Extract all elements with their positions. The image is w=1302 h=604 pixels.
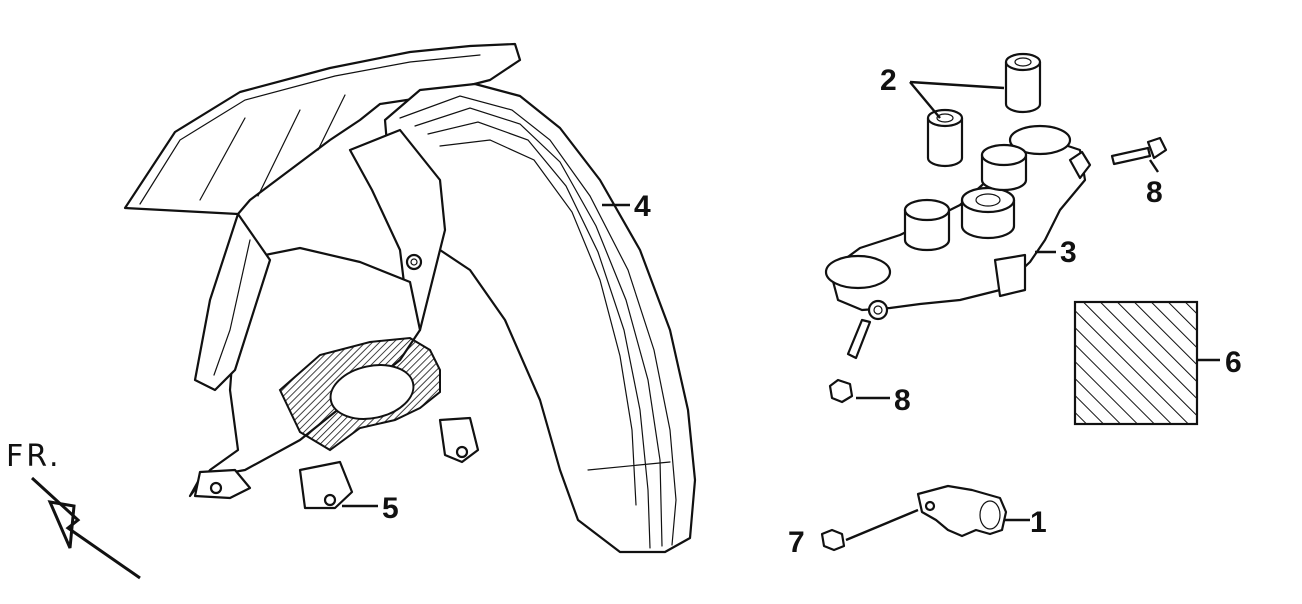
callout-8-bottom: 8 [894,384,911,417]
screw [820,528,846,552]
callout-8-top: 8 [1146,176,1163,209]
callout-5: 5 [382,492,399,525]
fender-brace-bracket [278,336,441,452]
leader-lines [342,80,1220,542]
callout-1: 1 [1030,506,1047,539]
callout-7: 7 [788,526,805,559]
callout-4: 4 [634,190,651,223]
steering-top-bridge [824,124,1092,321]
direction-label: FR. [6,439,62,474]
callout-3: 3 [1060,236,1077,269]
hose-clip [916,484,1008,538]
callout-6: 6 [1225,346,1242,379]
front-direction-indicator: FR. [6,439,141,580]
spacer-collars [926,52,1042,168]
bolts [828,136,1168,404]
callout-2: 2 [880,64,897,97]
callout-numbers: 1 2 3 4 5 6 7 8 8 [382,64,1242,559]
hatched-label-panel [1073,300,1199,426]
front-fender [123,42,697,554]
